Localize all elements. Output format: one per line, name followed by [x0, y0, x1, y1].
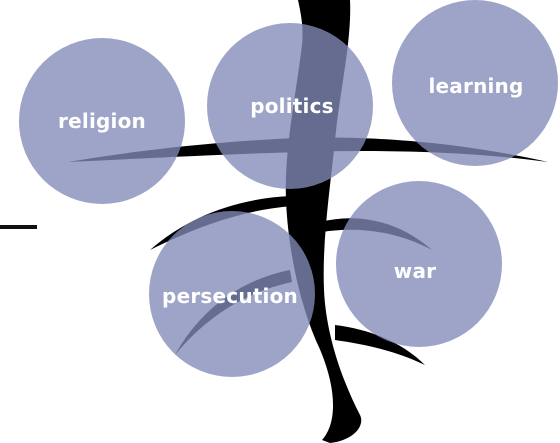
left-divider-line	[0, 225, 37, 229]
label-war: war	[393, 259, 437, 283]
label-persecution: persecution	[162, 284, 298, 308]
bubble-war	[336, 181, 502, 347]
label-politics: politics	[250, 94, 334, 118]
bubble-persecution	[149, 211, 315, 377]
branch-right-lower	[335, 325, 425, 365]
label-learning: learning	[428, 74, 524, 98]
bubble-religion	[19, 38, 185, 204]
bubble-politics	[207, 23, 373, 189]
label-religion: religion	[58, 109, 146, 133]
branch-left-lower	[150, 196, 292, 250]
bubble-learning	[392, 0, 558, 166]
